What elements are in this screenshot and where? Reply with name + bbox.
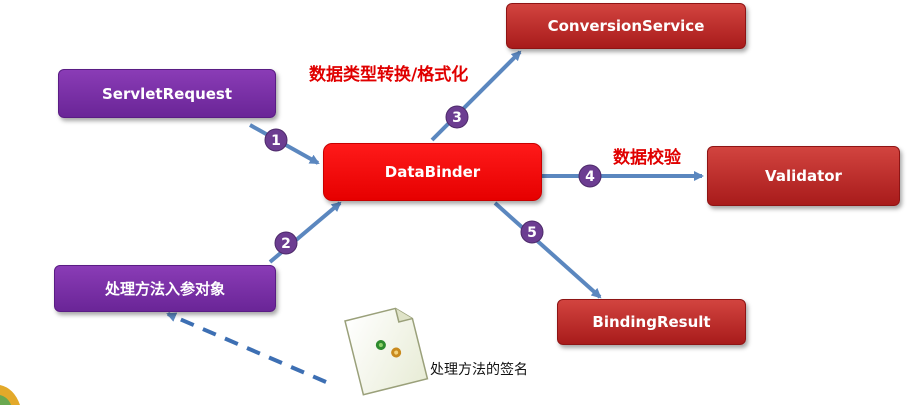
step-label: 1 (271, 133, 281, 149)
signature-edge (166, 312, 327, 384)
binding-result-node: BindingResult (557, 299, 746, 345)
validation-annotation: 数据校验 (613, 148, 681, 168)
step-label: 5 (527, 225, 537, 241)
step-label: 4 (585, 169, 595, 185)
step-badge-5: 5 (520, 220, 544, 244)
node-label: ServletRequest (101, 84, 233, 103)
step-label: 2 (281, 236, 291, 252)
conversion-service-node: ConversionService (506, 3, 746, 49)
validator-node: Validator (707, 146, 900, 206)
step-badge-3: 3 (445, 105, 469, 129)
edge-5 (493, 201, 602, 299)
edge-2 (268, 201, 342, 264)
node-label: DataBinder (384, 163, 481, 181)
node-label: ConversionService (547, 17, 705, 35)
node-label: 处理方法入参对象 (104, 280, 225, 298)
edge-3 (430, 50, 522, 142)
method-args-node: 处理方法入参对象 (54, 265, 276, 312)
step-badge-2: 2 (274, 231, 298, 255)
step-badge-4: 4 (578, 164, 602, 188)
step-badge-1: 1 (264, 128, 288, 152)
document-icon (344, 307, 429, 396)
method-signature-label: 处理方法的签名 (430, 362, 528, 378)
servlet-request-node: ServletRequest (58, 69, 276, 118)
step-label: 3 (452, 110, 462, 126)
data-binder-node: DataBinder (323, 143, 542, 201)
corner-decoration-inner (0, 395, 11, 405)
node-label: BindingResult (592, 313, 711, 331)
conversion-annotation: 数据类型转换/格式化 (309, 65, 469, 85)
node-label: Validator (765, 167, 842, 185)
